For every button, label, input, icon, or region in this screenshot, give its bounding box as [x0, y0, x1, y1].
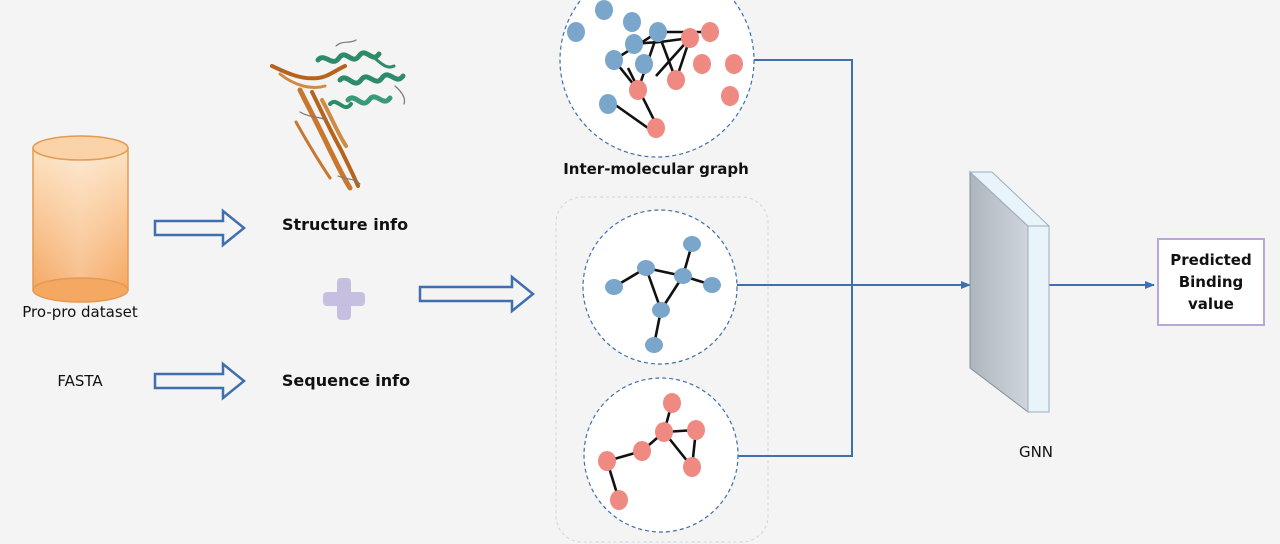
- structure-info-label: Structure info: [281, 215, 409, 234]
- graph-nodes-red: [598, 393, 705, 510]
- graph-nodes-blue: [567, 0, 667, 114]
- graph-nodes-blue: [605, 236, 721, 353]
- predicted-binding-value-box: Predicted Binding value: [1157, 238, 1265, 326]
- hollow-arrow-icon: [418, 274, 535, 314]
- fasta-label: FASTA: [57, 372, 103, 390]
- hollow-arrow-icon: [153, 361, 246, 401]
- database-icon: [32, 135, 129, 303]
- sequence-info-label: Sequence info: [281, 371, 411, 390]
- gnn-layer-icon: [968, 170, 1051, 414]
- connector-lines: [737, 59, 1155, 457]
- plus-icon: [323, 278, 365, 320]
- graph-nodes-red: [629, 22, 743, 138]
- gnn-label: GNN: [1018, 443, 1054, 461]
- dataset-label: Pro-pro dataset: [22, 303, 138, 321]
- predicted-binding-value-label: Predicted Binding value: [1170, 251, 1252, 313]
- protein-structure-icon: [270, 39, 406, 191]
- inter-molecular-graph-label: Inter-molecular graph: [563, 160, 749, 178]
- hollow-arrow-icon: [153, 208, 246, 248]
- graph-group-frame: [555, 196, 769, 543]
